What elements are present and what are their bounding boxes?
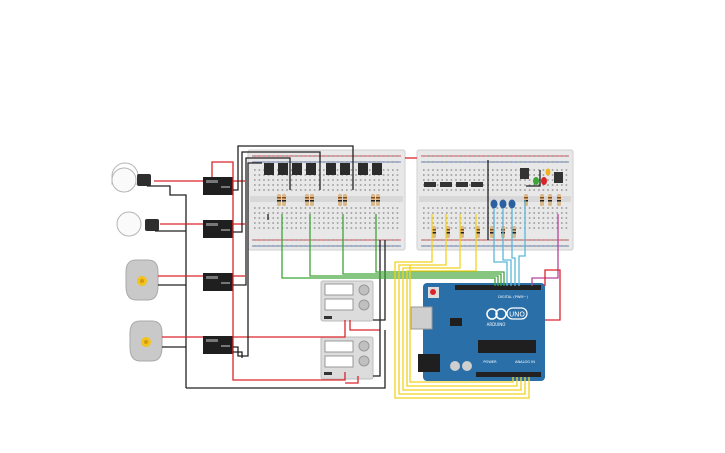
arduino-uno-board: UNO ARDUINO DIGITAL (PWM~) ANALOG IN POW… [410, 283, 545, 381]
arduino-logo [486, 307, 528, 320]
fan-motor-2 [129, 320, 163, 362]
transistor [264, 163, 274, 175]
bulb-2 [116, 211, 159, 237]
transistor [372, 163, 382, 175]
arduino-brand-label: UNO [509, 311, 525, 319]
transistor [520, 168, 529, 179]
transistor-row-left [264, 163, 382, 175]
arduino-maker-label: ARDUINO [487, 322, 506, 327]
capacitors [490, 199, 516, 209]
resistor-row-left [277, 194, 380, 206]
digital-header-label: DIGITAL (PWM~) [498, 295, 528, 299]
wires [147, 145, 561, 399]
relay-2 [203, 220, 233, 238]
power-header-label: POWER [483, 360, 497, 364]
relay-4 [203, 336, 233, 354]
battery-pack-2 [320, 336, 374, 380]
analog-header-label: ANALOG IN [515, 360, 535, 364]
battery-pack-1 [320, 280, 374, 322]
leds [533, 168, 551, 185]
relay-1 [203, 177, 233, 195]
transistor-row-right [424, 168, 563, 187]
transistor [326, 163, 336, 175]
transistor [358, 163, 368, 175]
fan-motor-1 [125, 259, 159, 301]
bulb-1 [111, 162, 151, 193]
transistor [554, 172, 563, 183]
transistor [292, 163, 302, 175]
transistor [306, 163, 316, 175]
resistor-row-right [432, 194, 561, 238]
transistor [340, 163, 350, 175]
transistor [278, 163, 288, 175]
relay-3 [203, 273, 233, 291]
